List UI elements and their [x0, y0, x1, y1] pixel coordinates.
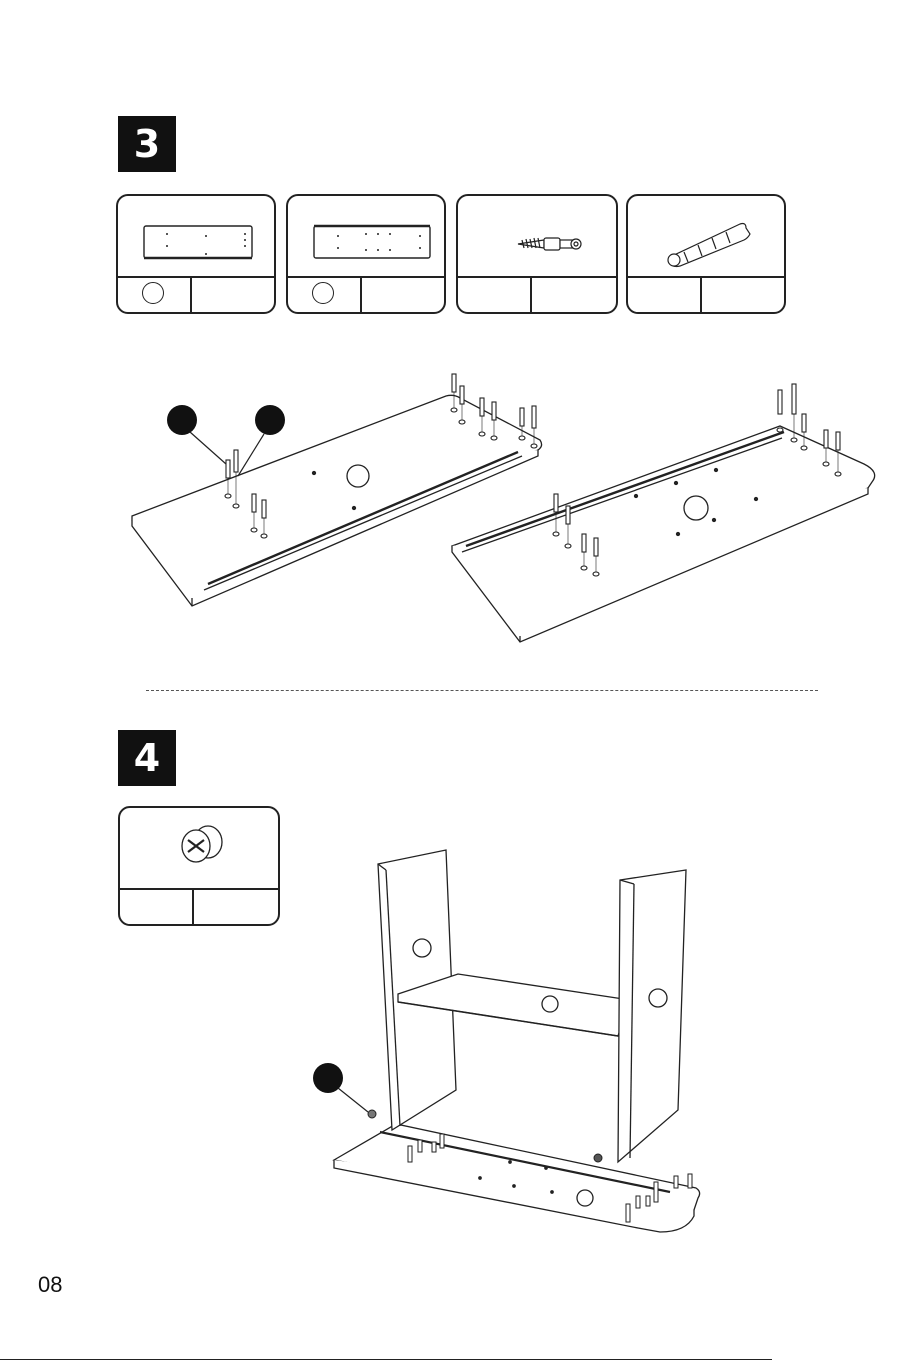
step-divider: [146, 690, 818, 691]
footer-rule: [0, 1359, 772, 1360]
cam-lock-icon: [120, 808, 280, 892]
callout-marker: [167, 405, 197, 435]
part-label-circle: [649, 989, 667, 1007]
part-box-dowel: [626, 194, 786, 314]
cam-bolt-icon: [458, 196, 618, 280]
step-3-drawing: [120, 360, 890, 650]
step-4-drawing: [300, 840, 710, 1250]
page-number: 08: [38, 1272, 62, 1298]
part-box-panel-b: [286, 194, 446, 314]
part-box-panel-a: [116, 194, 276, 314]
panel-b-icon: [288, 196, 446, 280]
part-box-cam-bolt: [456, 194, 618, 314]
part-box-cam-lock: [118, 806, 280, 926]
step-3-badge: 3: [118, 116, 176, 172]
step-4-badge: 4: [118, 730, 176, 786]
part-label-circle: [577, 1190, 593, 1206]
panel-a-icon: [118, 196, 276, 280]
wood-dowel-icon: [628, 196, 786, 280]
part-label-circle: [684, 496, 708, 520]
part-label-circle: [142, 282, 164, 304]
part-label-circle: [413, 939, 431, 957]
part-label-circle: [312, 282, 334, 304]
part-label-circle: [542, 996, 558, 1012]
callout-marker: [255, 405, 285, 435]
part-label-circle: [347, 465, 369, 487]
